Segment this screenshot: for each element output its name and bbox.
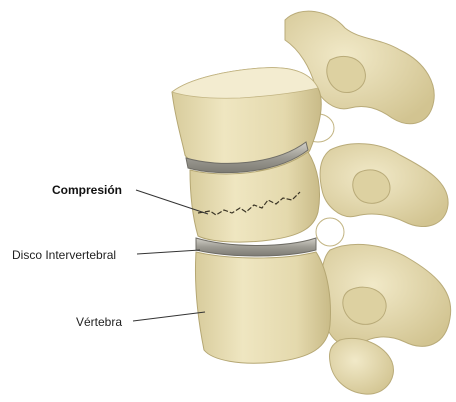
lower-vertebral-body	[195, 252, 330, 363]
vertebra-leader	[133, 312, 205, 321]
lower-articular-process	[343, 287, 386, 324]
lower-spinous-process	[321, 244, 451, 346]
vertebra-label: Vértebra	[76, 315, 122, 329]
lower-vertebra	[195, 252, 330, 363]
bottom-process	[329, 338, 393, 394]
middle-articular-process	[353, 170, 390, 203]
disc-leader	[137, 250, 200, 254]
compression-label: Compresión	[52, 183, 122, 197]
lower-foramen	[316, 218, 344, 246]
disc-label: Disco Intervertebral	[12, 248, 116, 262]
